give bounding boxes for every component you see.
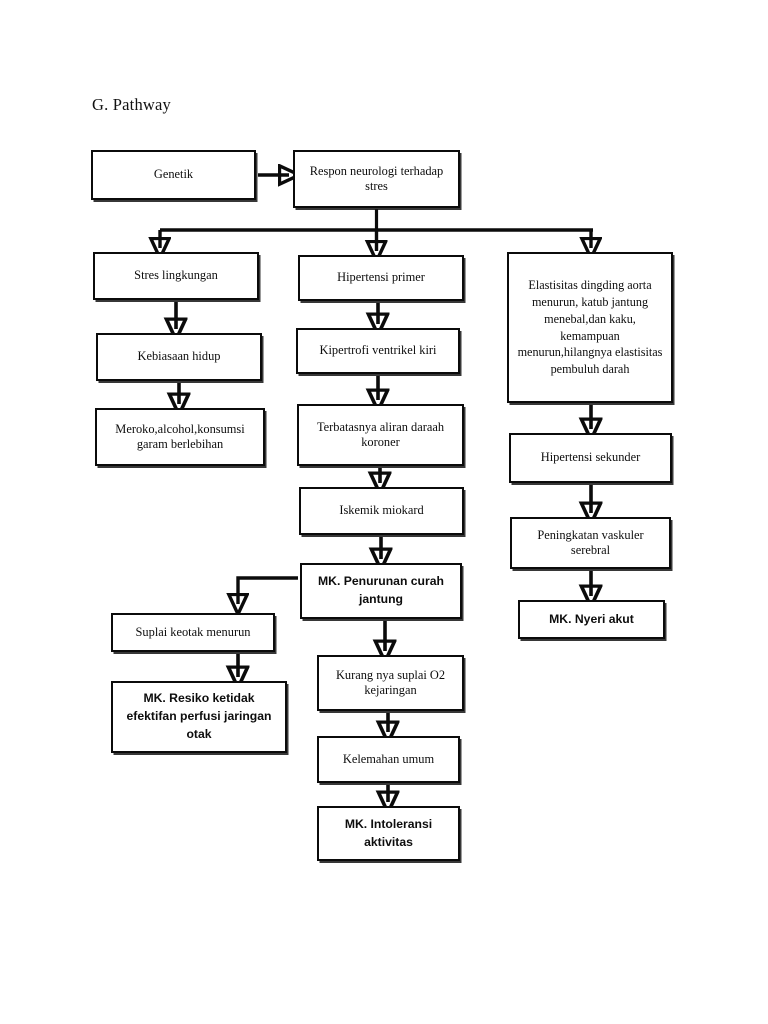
node-elastisitas: Elastisitas dingding aorta menurun, katu… xyxy=(507,252,673,403)
node-stres-ling: Stres lingkungan xyxy=(93,252,259,300)
node-hipert-prim: Hipertensi primer xyxy=(298,255,464,301)
node-kebiasaan: Kebiasaan hidup xyxy=(96,333,262,381)
node-peningkatan: Peningkatan vaskuler serebral xyxy=(510,517,671,569)
node-label-terbatasnya: Terbatasnya aliran daraah koroner xyxy=(316,419,445,449)
node-iskemik: Iskemik miokard xyxy=(299,487,464,535)
node-label-stres-ling: Stres lingkungan xyxy=(134,268,218,283)
node-label-elastisitas: Elastisitas dingding aorta menurun, katu… xyxy=(517,278,663,377)
node-kelemahan: Kelemahan umum xyxy=(317,736,460,783)
node-label-mk-curah: MK. Penurunan curah jantung xyxy=(318,574,444,606)
node-label-mk-nyeri: MK. Nyeri akut xyxy=(549,611,634,626)
node-kurang-o2: Kurang nya suplai O2 kejaringan xyxy=(317,655,464,711)
node-label-mk-intoleransi: MK. Intoleransi aktivitas xyxy=(344,816,433,849)
node-label-kebiasaan: Kebiasaan hidup xyxy=(137,349,221,364)
node-label-peningkatan: Peningkatan vaskuler serebral xyxy=(537,527,644,557)
node-mk-curah: MK. Penurunan curah jantung xyxy=(300,563,462,619)
node-label-kurang-o2: Kurang nya suplai O2 kejaringan xyxy=(335,667,446,697)
node-label-genetik: Genetik xyxy=(153,167,194,182)
node-label-suplai-otak: Suplai keotak menurun xyxy=(135,624,251,639)
node-label-respon: Respon neurologi terhadap stres xyxy=(309,163,444,193)
connector-mk-curah-to-suplai-otak xyxy=(238,576,298,604)
node-suplai-otak: Suplai keotak menurun xyxy=(111,613,275,652)
node-label-iskemik: Iskemik miokard xyxy=(339,503,424,518)
page-title: G. Pathway xyxy=(92,95,171,114)
node-label-kipertrofi: Kipertrofi ventrikel kiri xyxy=(319,343,437,358)
node-respon: Respon neurologi terhadap stres xyxy=(293,150,460,208)
node-kipertrofi: Kipertrofi ventrikel kiri xyxy=(296,328,460,374)
node-meroko: Meroko,alcohol,konsumsi garam berlebihan xyxy=(95,408,265,466)
node-label-meroko: Meroko,alcohol,konsumsi garam berlebihan xyxy=(115,421,245,451)
node-mk-intoleransi: MK. Intoleransi aktivitas xyxy=(317,806,460,861)
node-mk-resiko: MK. Resiko ketidak efektifan perfusi jar… xyxy=(111,681,287,753)
node-label-hipert-prim: Hipertensi primer xyxy=(337,270,425,285)
node-mk-nyeri: MK. Nyeri akut xyxy=(518,600,665,639)
node-terbatasnya: Terbatasnya aliran daraah koroner xyxy=(297,404,464,466)
node-label-hipert-sek: Hipertensi sekunder xyxy=(540,450,641,465)
node-hipert-sek: Hipertensi sekunder xyxy=(509,433,672,483)
node-label-mk-resiko: MK. Resiko ketidak efektifan perfusi jar… xyxy=(126,691,272,741)
node-label-kelemahan: Kelemahan umum xyxy=(342,751,435,766)
node-genetik: Genetik xyxy=(91,150,256,200)
